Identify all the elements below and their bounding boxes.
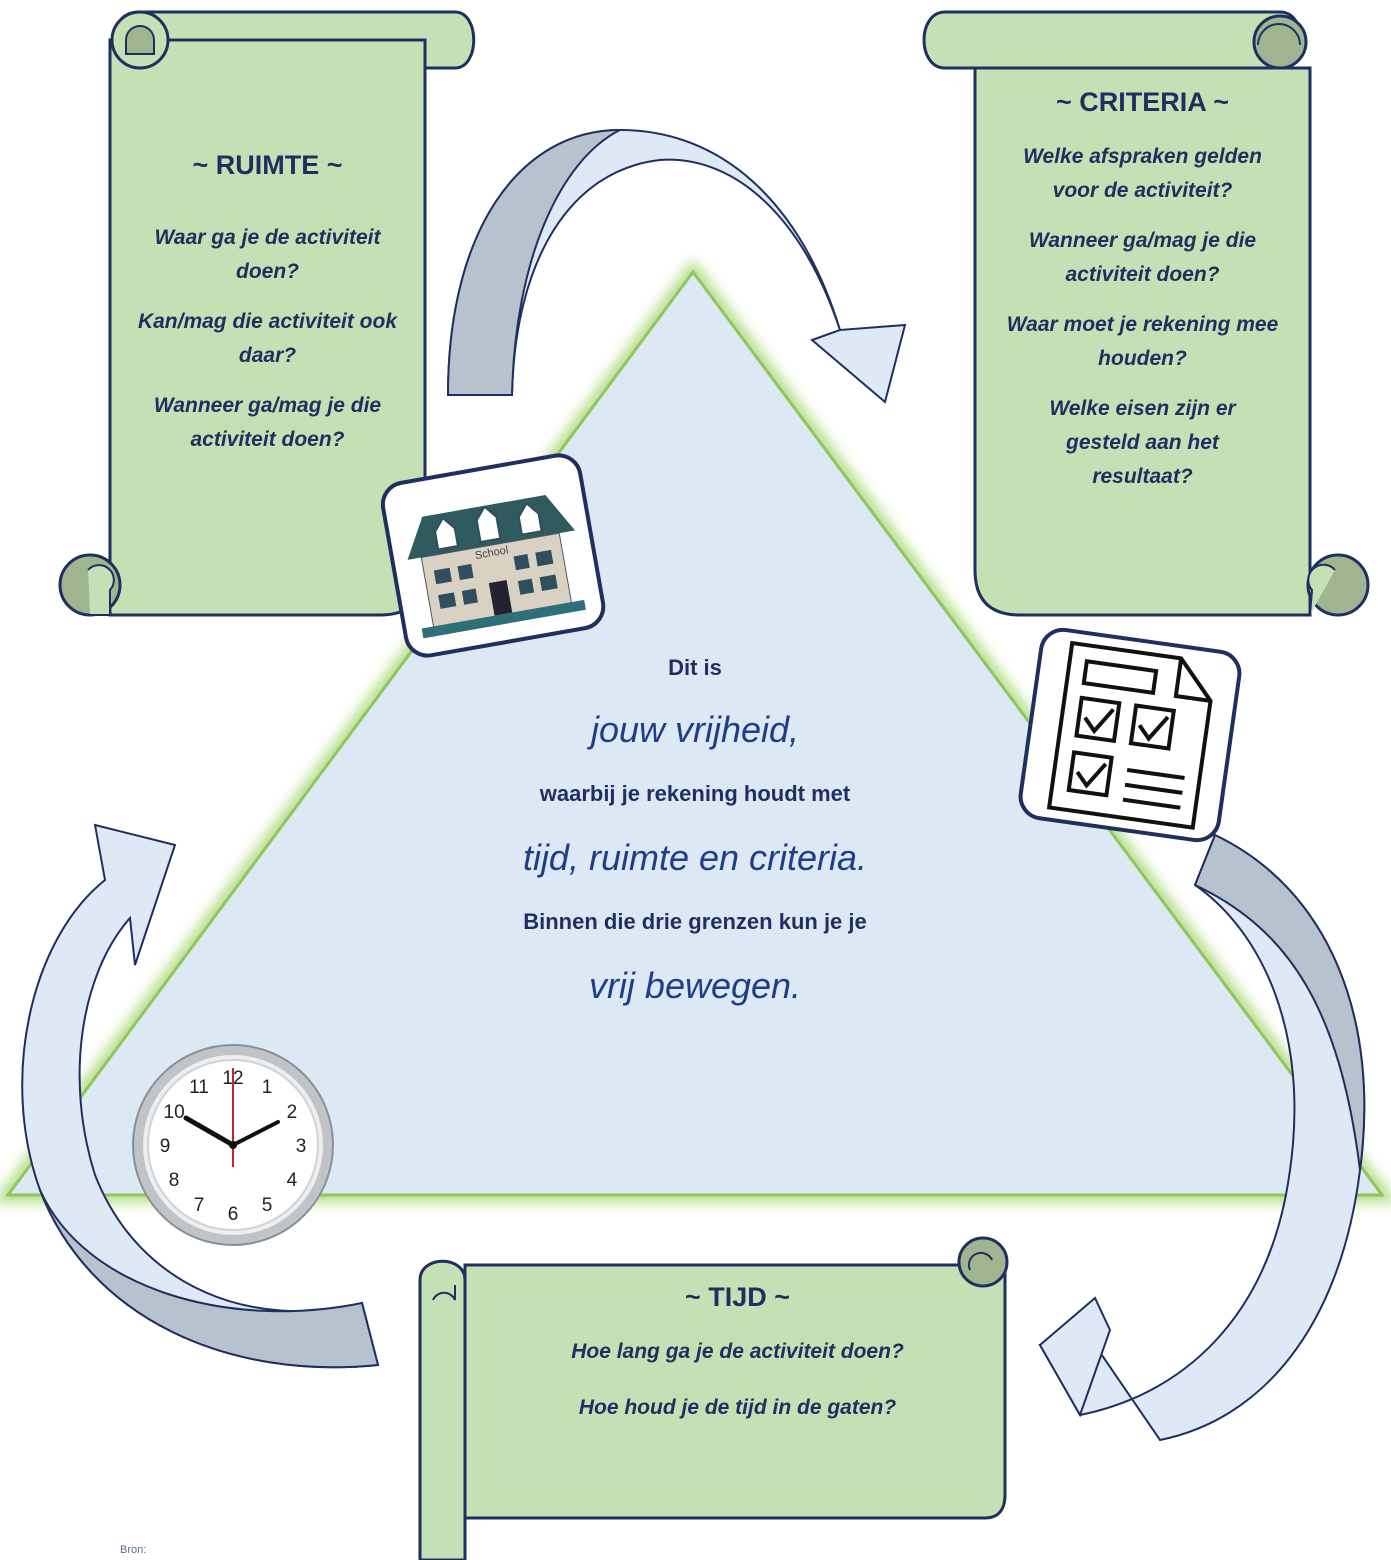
clock-number: 4 [287, 1170, 298, 1191]
center-line-1: Dit is [668, 655, 722, 680]
tijd-title: ~ TIJD ~ [684, 1282, 791, 1312]
clock-number: 11 [189, 1077, 209, 1098]
criteria-question-2: Wanneer ga/mag je die activiteit doen? [1028, 229, 1257, 286]
clock-number: 5 [262, 1195, 273, 1216]
center-message: Dit is jouw vrijheid, waarbij je rekenin… [390, 655, 1000, 1007]
arrow-ruimte-to-criteria [446, 128, 907, 404]
scroll-tijd [418, 1236, 1009, 1560]
criteria-question-4: Welke eisen zijn er gesteld aan het resu… [1049, 397, 1236, 488]
criteria-question-3: Waar moet je rekening mee houden? [1006, 313, 1279, 370]
tijd-panel: ~ TIJD ~ Hoe lang ga je de activiteit do… [470, 1282, 1005, 1441]
scroll-criteria [922, 10, 1370, 617]
ruimte-question-3: Wanneer ga/mag je die activiteit doen? [153, 394, 382, 451]
criteria-question-1: Welke afspraken gelden voor de activitei… [1023, 145, 1262, 202]
checklist-icon [1018, 627, 1242, 843]
center-line-6: vrij bewegen. [588, 965, 802, 1006]
ruimte-question-2: Kan/mag die activiteit ook daar? [137, 310, 398, 367]
criteria-panel: ~ CRITERIA ~ Welke afspraken gelden voor… [990, 87, 1295, 510]
clock-number: 10 [164, 1102, 185, 1123]
ruimte-title: ~ RUIMTE ~ [192, 150, 343, 180]
arrow-criteria-to-tijd [1038, 833, 1366, 1442]
school-sign: School [474, 544, 509, 562]
tijd-question-1: Hoe lang ga je de activiteit doen? [571, 1340, 904, 1363]
clock-number: 6 [228, 1204, 239, 1225]
scroll-ruimte [58, 10, 476, 617]
center-line-4: tijd, ruimte en criteria. [522, 837, 868, 878]
clock-number: 1 [262, 1077, 273, 1098]
clock-number: 7 [194, 1195, 205, 1216]
source-label: Bron: [120, 1544, 147, 1556]
center-line-5: Binnen die drie grenzen kun je je [523, 909, 867, 934]
clock-number: 3 [296, 1136, 307, 1157]
ruimte-panel: ~ RUIMTE ~ Waar ga je de activiteit doen… [130, 150, 405, 473]
ruimte-question-1: Waar ga je de activiteit doen? [154, 226, 381, 283]
center-line-2: jouw vrijheid, [590, 709, 800, 750]
tijd-question-2: Hoe houd je de tijd in de gaten? [578, 1396, 897, 1419]
criteria-title: ~ CRITERIA ~ [1055, 87, 1230, 117]
arrow-tijd-to-ruimte [21, 823, 380, 1369]
clock-number: 2 [287, 1102, 298, 1123]
clock-number: 9 [160, 1136, 171, 1157]
school-icon: School [380, 453, 606, 658]
center-line-3: waarbij je rekening houdt met [539, 781, 851, 806]
clock-number: 8 [169, 1170, 180, 1191]
